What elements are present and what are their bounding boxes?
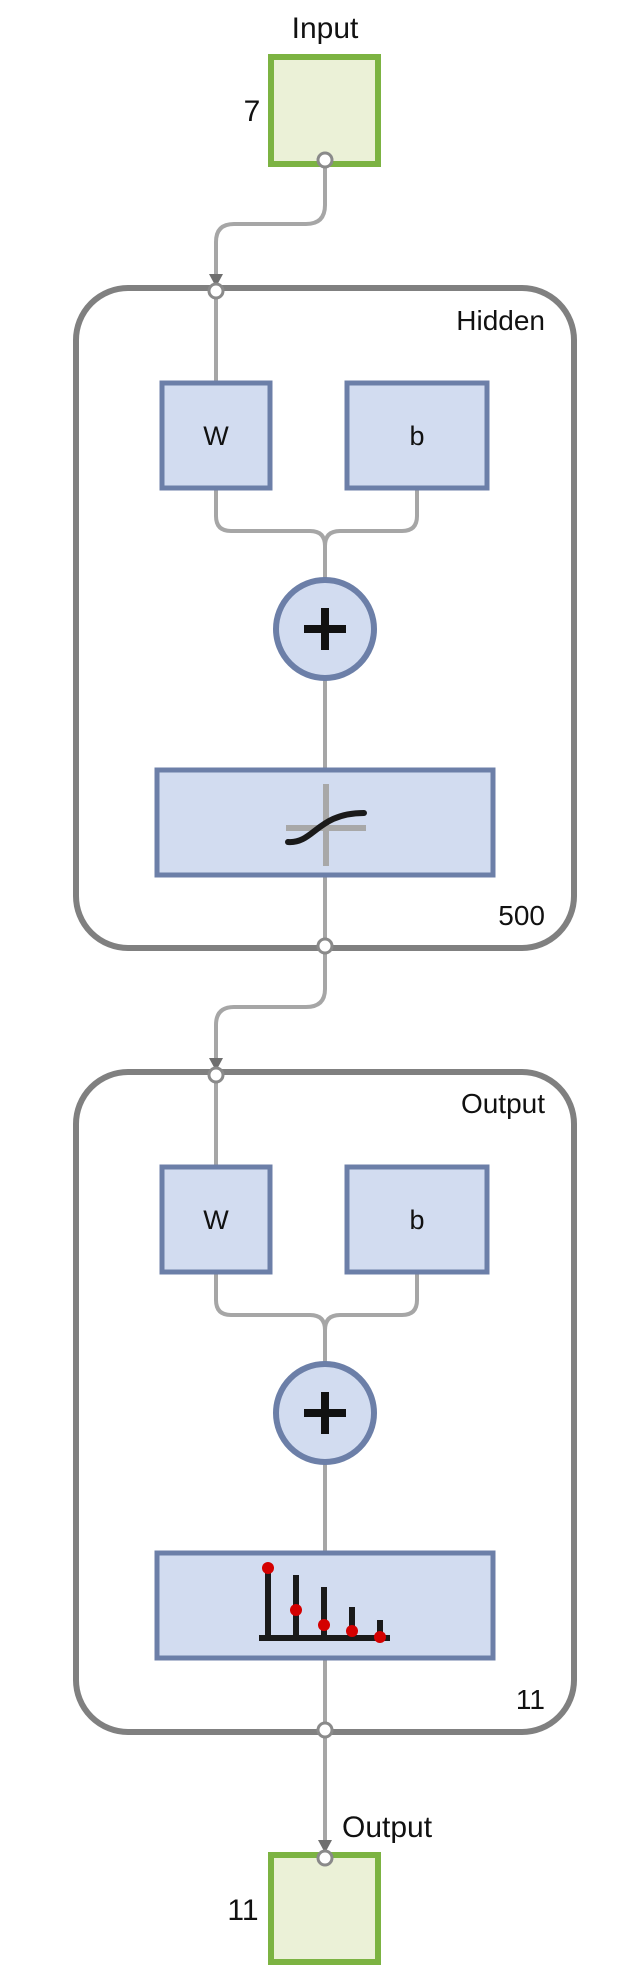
output-bias-block — [344, 1164, 490, 1275]
input-port — [316, 151, 334, 169]
hidden-plus-icon — [304, 608, 346, 650]
softmax-icon — [259, 1562, 390, 1643]
input-block — [268, 54, 381, 167]
output-weight-block — [159, 1164, 273, 1275]
hidden-to-output-arrow — [209, 1058, 223, 1071]
output-plus-icon — [304, 1392, 346, 1434]
input-size-label: 7 — [244, 95, 261, 128]
output-size-label: 11 — [227, 1894, 258, 1927]
hidden-bias-label: b — [409, 421, 424, 451]
hidden-layer-size: 500 — [498, 900, 545, 931]
tansig-icon — [285, 784, 367, 866]
output-block-port — [316, 1849, 334, 1867]
output-block — [268, 1852, 381, 1965]
output-layer-name: Output — [461, 1088, 545, 1119]
hidden-bias-block — [344, 380, 490, 491]
output-layer-output-port — [316, 1721, 334, 1739]
hidden-merge-wire — [214, 489, 419, 578]
input-label: Input — [292, 12, 359, 45]
output-bias-label: b — [409, 1205, 424, 1235]
output-layer-to-output-arrow — [318, 1840, 332, 1853]
hidden-layer-name: Hidden — [456, 305, 545, 336]
input-to-hidden-wire — [214, 160, 327, 281]
output-label: Output — [342, 1811, 433, 1844]
hidden-output-port — [316, 937, 334, 955]
output-layer-size: 11 — [516, 1684, 545, 1715]
hidden-weight-block — [159, 380, 273, 491]
hidden-input-port — [207, 282, 225, 300]
input-to-hidden-arrow — [209, 274, 223, 287]
hidden-to-output-wire — [214, 946, 327, 1064]
output-weight-label: W — [203, 1205, 229, 1235]
output-layer-input-port — [207, 1066, 225, 1084]
hidden-weight-label: W — [203, 421, 229, 451]
output-layer-merge-wire — [214, 1273, 419, 1362]
